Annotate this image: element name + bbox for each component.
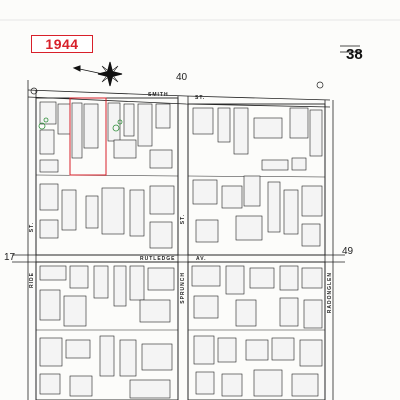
street-label-left-vertical: ST. [29, 222, 35, 233]
north-arrow-icon [340, 45, 360, 53]
sheet-number: 38 [346, 46, 363, 63]
adjoining-sheet-top: 40 [176, 72, 188, 83]
compass-rose-icon [72, 61, 123, 87]
year-badge: 1944 [31, 35, 93, 53]
street-label-ride: RIDE [29, 272, 35, 288]
adjoining-sheet-left: 17 [4, 252, 16, 263]
street-label-smith-suffix: ST. [195, 95, 206, 101]
adjoining-sheet-right: 49 [342, 246, 354, 257]
street-label-smith: SMITH [148, 92, 169, 98]
street-label-center-vertical-top: ST. [180, 214, 186, 225]
street-label-rutledge-suffix: AV. [196, 256, 207, 262]
street-label-rutledge: RUTLEDGE [140, 256, 176, 262]
highlight-box [69, 97, 107, 176]
street-label-radonglen: RADONGLEN [327, 272, 333, 314]
street-label-sprunch: SPRUNCH [180, 272, 186, 304]
